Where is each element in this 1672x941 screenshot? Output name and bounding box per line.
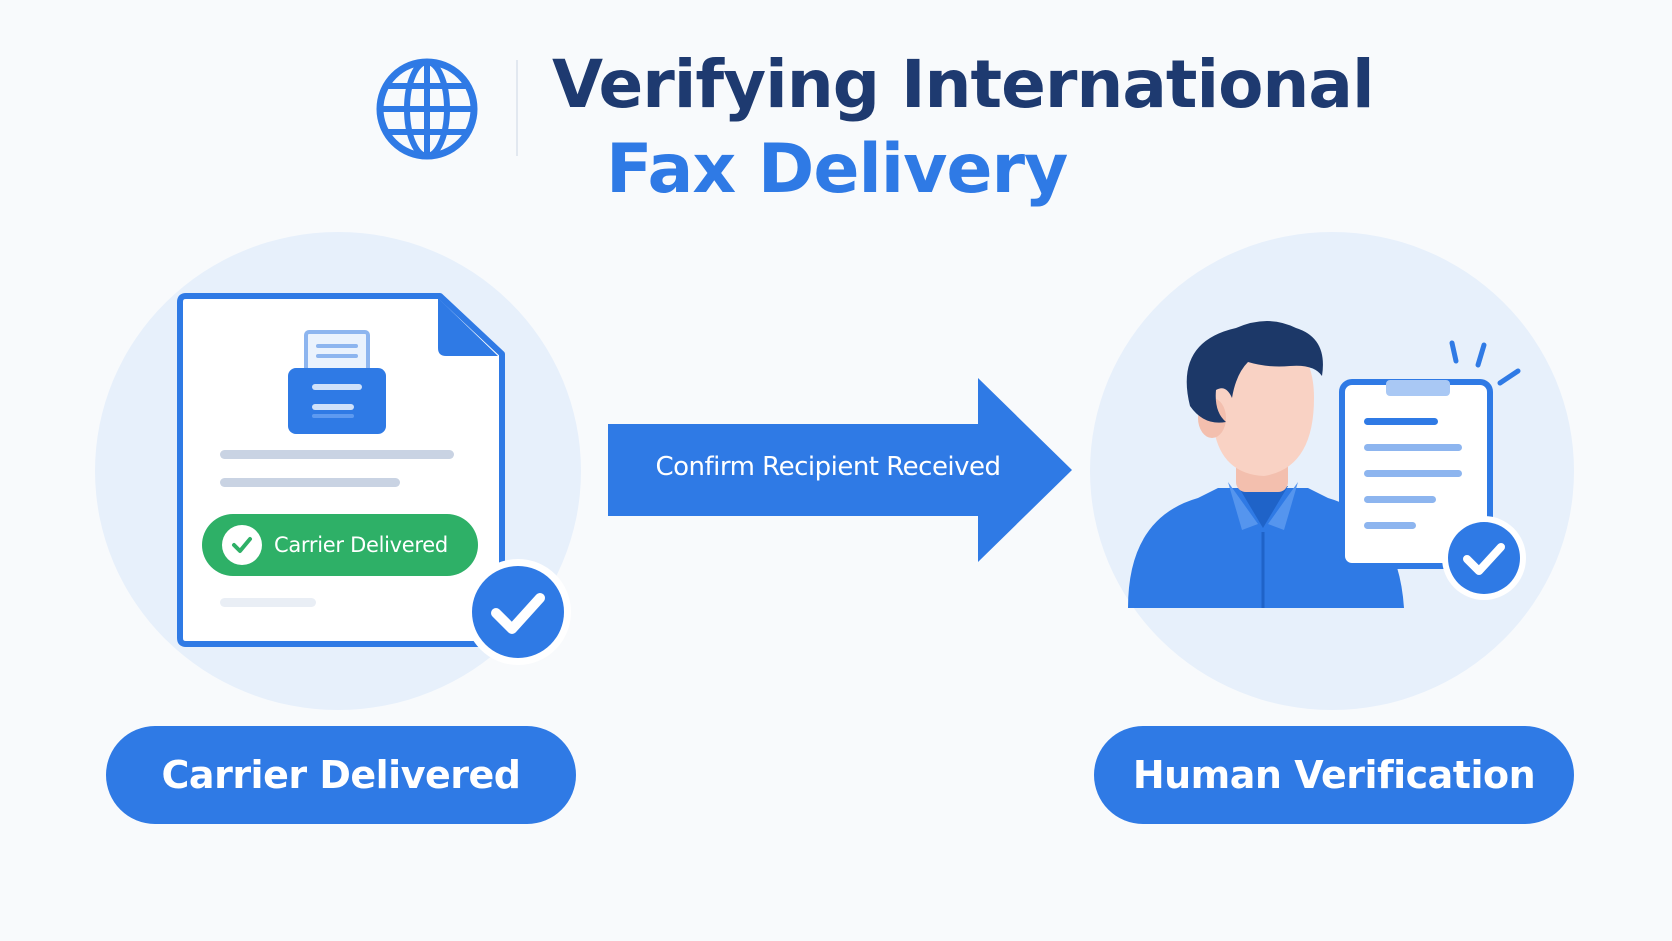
human-verification-label: Human Verification — [1094, 726, 1574, 824]
page-title: Verifying International — [552, 46, 1375, 123]
carrier-status-badge: Carrier Delivered — [202, 514, 478, 576]
carrier-status-label: Carrier Delivered — [274, 533, 448, 557]
sparkle-icon — [1449, 340, 1521, 386]
carrier-delivered-text: Carrier Delivered — [161, 753, 521, 797]
fax-machine-icon — [288, 330, 386, 434]
human-verification-text: Human Verification — [1132, 753, 1536, 797]
page-subtitle: Fax Delivery — [606, 130, 1068, 209]
carrier-delivered-label: Carrier Delivered — [106, 726, 576, 824]
title-divider — [516, 60, 518, 156]
person-icon — [1128, 321, 1404, 608]
clipboard-icon — [1339, 379, 1526, 600]
flow-arrow-label: Confirm Recipient Received — [655, 452, 1001, 482]
check-icon — [465, 559, 571, 665]
fax-document — [177, 293, 505, 647]
verification-circle-background — [1090, 232, 1574, 710]
check-icon — [222, 525, 262, 565]
globe-icon — [376, 58, 478, 160]
flow-arrow — [608, 378, 1072, 562]
